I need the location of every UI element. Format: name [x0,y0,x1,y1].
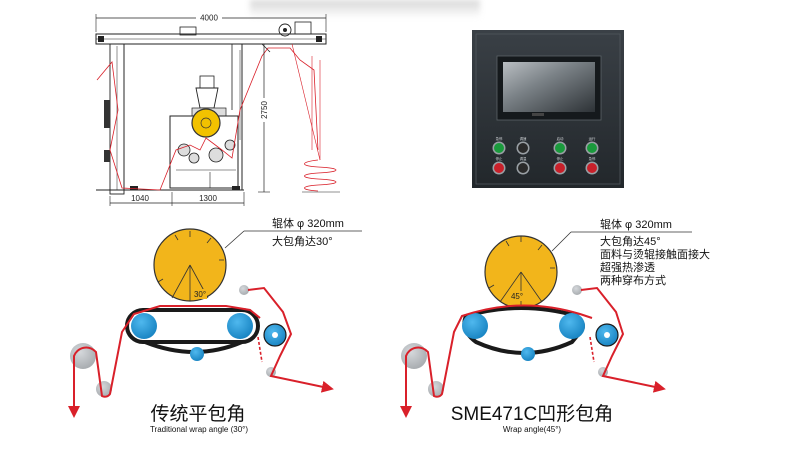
sme-callout-line5: 两种穿布方式 [600,273,666,287]
panel-button [494,163,504,173]
panel-button-label: 调温 [520,156,527,161]
panel-button [518,143,528,153]
dim-height-label: 2750 [260,101,269,119]
panel-button [587,163,597,173]
dim-right-label: 1300 [199,194,217,203]
traditional-wrap-diagram: 辊体 φ 320mm 大包角达30° 30° [68,216,362,434]
idler-roll [572,285,582,295]
panel-button-label: 运行 [589,136,596,141]
sme-callout-line2: 大包角达45° [600,234,661,248]
sme-wrap-diagram: 辊体 φ 320mm 大包角达45° 面料与烫辊接触面接大 超强热渗透 两种穿布… [400,217,710,434]
input-roll [70,343,96,369]
top-shade [250,0,480,18]
panel-button [555,143,565,153]
belt-tension-roller [521,347,535,361]
machine-drawing: 4000 [95,13,340,206]
traditional-title: 传统平包角 [150,403,245,425]
sme-callout-line1: 辊体 φ 320mm [600,217,672,231]
belt-roller-right [227,313,253,339]
panel-button [494,143,504,153]
traditional-subtitle: Traditional wrap angle (30°) [150,425,248,434]
panel-button-label: 急停 [589,156,596,161]
dimension-bottom: 1040 1300 [109,192,245,206]
sme-subtitle: Wrap angle(45°) [503,425,562,434]
dim-left-label: 1040 [131,194,149,203]
panel-button [587,143,597,153]
traditional-callout: 辊体 φ 320mm 大包角达30° [224,216,362,249]
dimension-width: 4000 [95,13,327,32]
panel-screen [503,62,595,112]
idler-roll [239,285,249,295]
belt-roller-left [462,313,488,339]
panel-button-label: 启动 [557,136,564,141]
sme-callout-line3: 面料与烫辊接触面接大 [600,247,710,261]
traditional-callout-line2: 大包角达30° [272,234,333,248]
fabric-folding-stack [302,159,340,193]
belt-roller-right [559,313,585,339]
traditional-callout-line1: 辊体 φ 320mm [272,216,344,230]
panel-button-label: 停止 [496,156,503,161]
panel-button [518,163,528,173]
panel-button-label: 停止 [557,156,564,161]
dimension-height: 2750 [254,43,274,193]
fabric-path [68,305,261,418]
fabric-exit-path [580,286,666,393]
panel-button-label: 急停 [496,136,503,141]
sme-callout: 辊体 φ 320mm 大包角达45° 面料与烫辊接触面接大 超强热渗透 两种穿布… [551,217,710,287]
panel-button-label: 调速 [520,136,527,141]
sme-callout-line4: 超强热渗透 [600,260,655,274]
input-roll [401,343,427,369]
panel-button [555,163,565,173]
sme-angle-label: 45° [511,292,523,301]
sme-title: SME471C凹形包角 [451,403,614,425]
fabric-exit-path [247,286,334,393]
belt-tension-roller [190,347,204,361]
traditional-angle-label: 30° [194,290,206,299]
belt-roller-left [131,313,157,339]
fabric-path [400,304,593,418]
dim-width-label: 4000 [200,14,218,23]
